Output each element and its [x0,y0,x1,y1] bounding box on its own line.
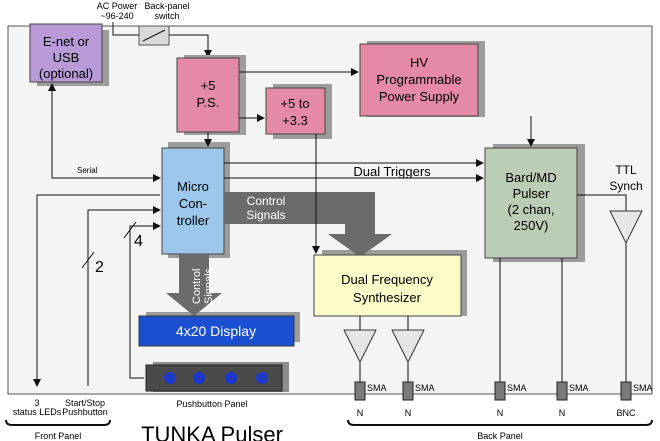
lcd-display: 4x20 Display [138,315,295,347]
connector-type-label: SMA [507,383,527,393]
bus-width-4-label: 4 [134,233,143,250]
ac-power-label: AC Power [97,1,138,11]
connector-2: SMA N [402,381,435,418]
svg-text:E-net or: E-net or [43,34,90,49]
ac-input-line [112,22,139,36]
svg-text:Bard/MD: Bard/MD [505,170,556,185]
svg-text:Synthesizer: Synthesizer [353,290,422,305]
pushbutton-3[interactable] [225,372,237,384]
ps5-block: +5 P.S. [176,57,240,133]
back-panel-label: Back Panel [477,431,523,441]
svg-text:Power Supply: Power Supply [379,89,460,104]
connector-plug-label: BNC [616,408,636,418]
svg-text:Dual Frequency: Dual Frequency [341,272,433,287]
buffer-triangle-1 [343,329,377,364]
connector-plug-label: N [405,408,412,418]
pushbutton-1[interactable] [164,372,176,384]
connector-plug-label: N [497,408,504,418]
svg-text:+5 to: +5 to [280,96,309,111]
control-signals-label: Control [247,194,286,208]
back-panel-bracket [347,419,653,426]
svg-text:HV: HV [410,55,428,70]
ttl-synch-label: Synch [609,179,642,193]
control-signals-bus: Control Signals [224,192,392,257]
ps33-block: +5 to +3.3 [265,87,326,135]
ttl-label: TTL [615,163,637,177]
leds-count-label: 3 [34,398,39,408]
back-panel-switch [138,25,170,46]
switch-label: Back-panel [144,1,189,11]
connector-5: SMA BNC [616,381,653,418]
switch-to-ps-line [169,34,212,58]
svg-text:4x20 Display: 4x20 Display [176,323,256,339]
control-signals-display-bus: Control Signals [166,254,222,316]
connector-4: SMA N [556,381,589,418]
connector-type-label: SMA [367,383,387,393]
svg-text:P.S.: P.S. [197,95,220,110]
ac-power-range: ~96-240 [100,11,133,21]
pushbutton-4[interactable] [256,372,268,384]
microcontroller-block: Micro Con- troller [161,147,225,255]
switch-label-2: switch [154,11,179,21]
svg-text:250V): 250V) [514,218,549,233]
svg-text:Con-: Con- [179,196,207,211]
buffer-triangle-2 [391,329,425,364]
connector-type-label: SMA [633,383,653,393]
wiring [33,68,627,387]
startstop-label: Start/Stop [65,398,105,408]
front-panel-bracket [5,419,111,426]
svg-text:USB: USB [53,50,80,65]
svg-text:(optional): (optional) [39,66,93,81]
control-vertical-label-2: Signals [203,267,215,304]
svg-text:(2 chan,: (2 chan, [508,202,555,217]
svg-text:+5: +5 [201,78,216,93]
svg-text:Programmable: Programmable [376,72,461,87]
synthesizer-block: Dual Frequency Synthesizer [313,254,462,317]
diagram-title: TUNKA Pulser [141,422,283,441]
pushbutton-2[interactable] [193,372,205,384]
front-panel-label: Front Panel [35,431,82,441]
startstop-label-2: Pushbutton [62,407,108,417]
svg-text:Pulser: Pulser [513,186,551,201]
connector-1: SMA N [354,381,387,418]
hv-power-supply-block: HV Programmable Power Supply [359,43,479,117]
control-vertical-label: Control [191,269,203,304]
buffer-triangle-ttl [609,210,643,245]
connector-type-label: SMA [569,383,589,393]
serial-label: Serial [77,166,98,175]
connector-plug-label: N [357,408,364,418]
pushbutton-panel [145,362,289,392]
bus-width-2-label: 2 [95,259,104,276]
svg-text:troller: troller [177,213,210,228]
leds-label: status LEDs [13,407,62,417]
connector-3: SMA N [494,381,527,418]
connector-plug-label: N [559,408,566,418]
connector-type-label: SMA [415,383,435,393]
pushbutton-panel-label: Pushbutton Panel [176,399,247,409]
buffer-amplifiers [343,210,643,364]
enet-usb-block: E-net or USB (optional) [29,23,103,83]
connectors: SMA N SMA N SMA N SMA N SMA BNC [354,381,653,418]
bard-pulser-block: Bard/MD Pulser (2 chan, 250V) [484,147,578,259]
control-signals-label-2: Signals [246,208,285,222]
svg-text:Micro: Micro [177,179,209,194]
dual-triggers-label: Dual Triggers [353,164,431,179]
svg-text:+3.3: +3.3 [282,113,308,128]
